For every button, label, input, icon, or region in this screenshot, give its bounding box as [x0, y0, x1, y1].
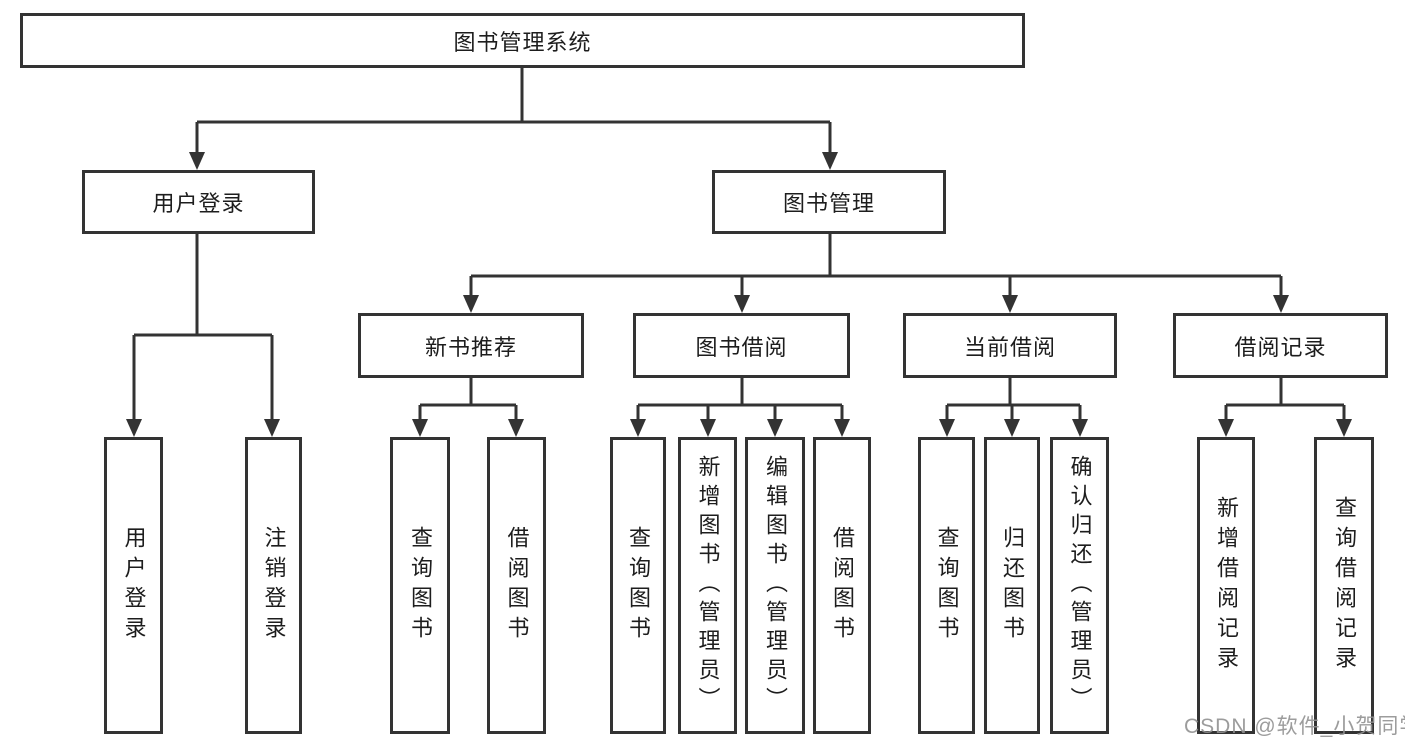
node-book-borrow-label: 图书借阅: [695, 334, 788, 360]
leaf-rec-borrow-book: 借阅图书: [487, 437, 546, 734]
node-book-management: 图书管理: [712, 170, 946, 234]
leaf-rec-query-book: 查询图书: [390, 437, 450, 734]
leaf-cb-return-book-label: 归还图书: [1000, 525, 1025, 646]
node-user-login: 用户登录: [82, 170, 315, 234]
leaf-bb-edit-book-label: 编辑图书（管理员）: [763, 455, 788, 716]
leaf-logout: 注销登录: [245, 437, 302, 734]
leaf-br-query-record: 查询借阅记录: [1314, 437, 1374, 734]
node-borrow-record: 借阅记录: [1173, 313, 1388, 378]
leaf-cb-confirm-return-label: 确认归还（管理员）: [1067, 455, 1093, 716]
node-new-book-recommend-label: 新书推荐: [424, 334, 517, 360]
leaf-user-login-label: 用户登录: [121, 525, 147, 646]
leaf-br-add-record: 新增借阅记录: [1197, 437, 1255, 734]
leaf-bb-add-book: 新增图书（管理员）: [678, 437, 737, 734]
csdn-watermark: CSDN @软件_小贺同学: [1184, 715, 1405, 738]
leaf-bb-query-book: 查询图书: [610, 437, 666, 734]
leaf-bb-borrow-book: 借阅图书: [813, 437, 871, 734]
leaf-rec-borrow-book-label: 借阅图书: [504, 525, 530, 646]
node-book-borrow: 图书借阅: [633, 313, 850, 378]
leaf-bb-edit-book: 编辑图书（管理员）: [745, 437, 805, 734]
node-library-system-label: 图书管理系统: [453, 29, 592, 55]
leaf-rec-query-book-label: 查询图书: [408, 525, 433, 646]
node-book-management-label: 图书管理: [782, 191, 875, 216]
leaf-bb-borrow-book-label: 借阅图书: [830, 525, 855, 646]
leaf-logout-label: 注销登录: [261, 525, 287, 646]
leaf-user-login: 用户登录: [104, 437, 163, 734]
leaf-bb-query-book-label: 查询图书: [626, 525, 651, 646]
node-borrow-record-label: 借阅记录: [1234, 334, 1327, 360]
leaf-br-query-record-label: 查询借阅记录: [1332, 495, 1357, 676]
leaf-cb-query-book: 查询图书: [918, 437, 975, 734]
leaf-cb-confirm-return: 确认归还（管理员）: [1050, 437, 1109, 734]
leaf-bb-add-book-label: 新增图书（管理员）: [695, 455, 721, 716]
leaf-cb-return-book: 归还图书: [984, 437, 1040, 734]
node-new-book-recommend: 新书推荐: [358, 313, 584, 378]
node-current-borrow: 当前借阅: [903, 313, 1117, 378]
node-current-borrow-label: 当前借阅: [963, 334, 1056, 360]
node-user-login-label: 用户登录: [152, 191, 245, 216]
leaf-cb-query-book-label: 查询图书: [934, 525, 960, 646]
leaf-br-add-record-label: 新增借阅记录: [1214, 495, 1239, 676]
node-library-system: 图书管理系统: [20, 13, 1025, 68]
